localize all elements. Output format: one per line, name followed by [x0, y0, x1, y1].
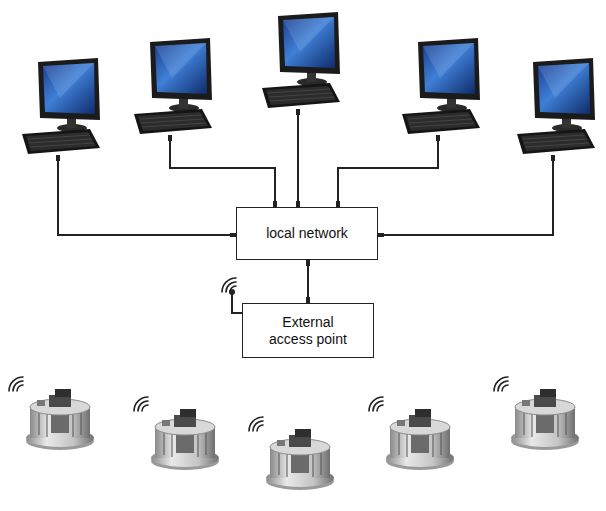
- computer: [402, 38, 480, 134]
- mobile-robot: [249, 417, 334, 490]
- node-label: External access point: [265, 314, 351, 348]
- computer: [517, 58, 595, 154]
- antenna-waves: [222, 278, 236, 292]
- network-box: local network: [236, 207, 378, 260]
- computer: [134, 38, 212, 134]
- mobile-robot: [134, 397, 219, 470]
- access-point-box: External access point: [242, 303, 374, 358]
- mobile-robot: [9, 377, 94, 450]
- computer: [22, 58, 100, 154]
- network-link: [306, 260, 310, 303]
- node-text-group: local network: [266, 225, 348, 242]
- network-cables: [58, 111, 553, 313]
- node-text-group: External access point: [265, 314, 351, 348]
- mobile-robot: [369, 397, 454, 470]
- node-label: local network: [266, 225, 348, 242]
- computer: [262, 12, 340, 108]
- mobile-robot: [494, 377, 579, 450]
